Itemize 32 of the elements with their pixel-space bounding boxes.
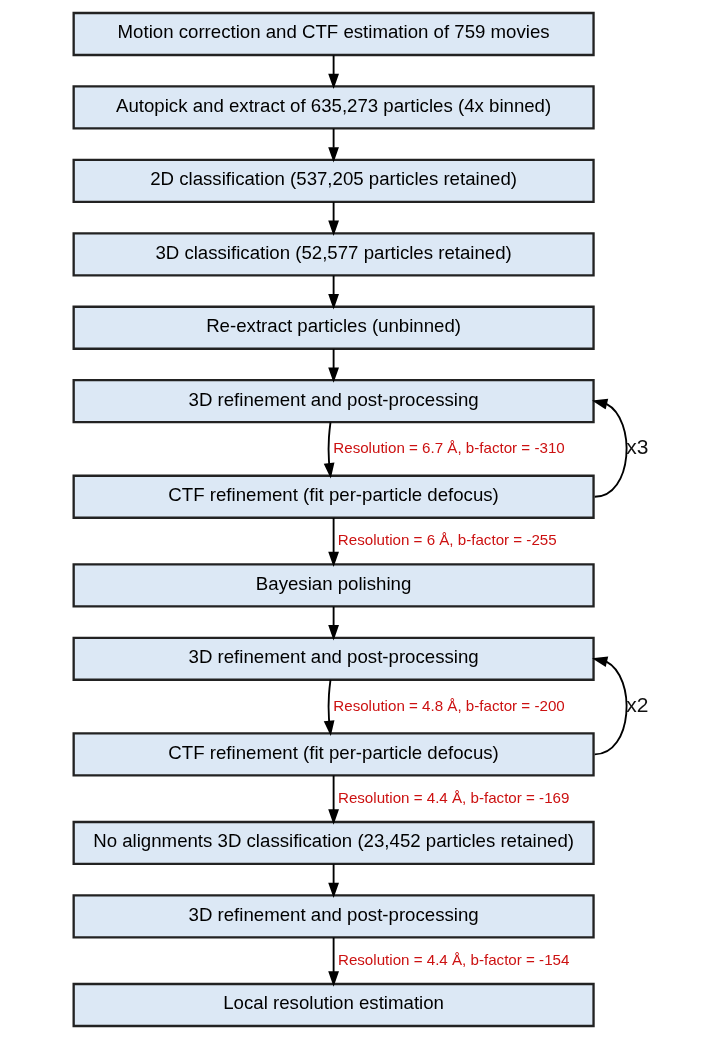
node-box: Bayesian polishing bbox=[72, 563, 595, 608]
node-box: Local resolution estimation bbox=[72, 982, 595, 1028]
edge-label: Resolution = 4.8 Å, b-factor = -200 bbox=[332, 696, 565, 714]
arrow bbox=[327, 54, 339, 90]
arrow bbox=[591, 656, 627, 756]
edge-label: Resolution = 4.4 Å, b-factor = -169 bbox=[337, 788, 569, 806]
edge-label: Resolution = 6 Å, b-factor = -255 bbox=[337, 531, 557, 549]
arrow bbox=[327, 774, 339, 825]
arrow bbox=[327, 274, 339, 310]
node-box: 3D refinement and post-processing bbox=[72, 894, 595, 939]
arrow bbox=[327, 863, 339, 899]
arrow bbox=[327, 127, 339, 163]
arrow bbox=[327, 348, 339, 383]
node-box: CTF refinement (fit per-particle defocus) bbox=[72, 474, 595, 519]
arrow bbox=[327, 201, 339, 236]
arrow bbox=[591, 398, 627, 498]
edge-label: Resolution = 4.4 Å, b-factor = -154 bbox=[337, 950, 569, 968]
node-box: 3D classification (52,577 particles retained) bbox=[72, 232, 595, 277]
node-box: 3D refinement and post-processing bbox=[72, 636, 595, 681]
arrow bbox=[327, 936, 339, 987]
arrow bbox=[323, 421, 334, 479]
arrow bbox=[327, 517, 339, 568]
node-box: CTF refinement (fit per-particle defocus) bbox=[72, 732, 595, 777]
node-box: Autopick and extract of 635,273 particles (4x binned) bbox=[72, 85, 595, 130]
edge-label: Resolution = 6.7 Å, b-factor = -310 bbox=[332, 438, 565, 456]
node-box: 2D classification (537,205 particles retained) bbox=[72, 158, 595, 204]
node-box: Motion correction and CTF estimation of 759 movies bbox=[72, 11, 595, 57]
node-box: Re-extract particles (unbinned) bbox=[72, 305, 595, 350]
arrow bbox=[327, 605, 339, 641]
node-box: No alignments 3D classification (23,452 particles retained) bbox=[72, 820, 595, 866]
arrow bbox=[323, 678, 334, 737]
node-box: 3D refinement and post-processing bbox=[72, 379, 595, 424]
